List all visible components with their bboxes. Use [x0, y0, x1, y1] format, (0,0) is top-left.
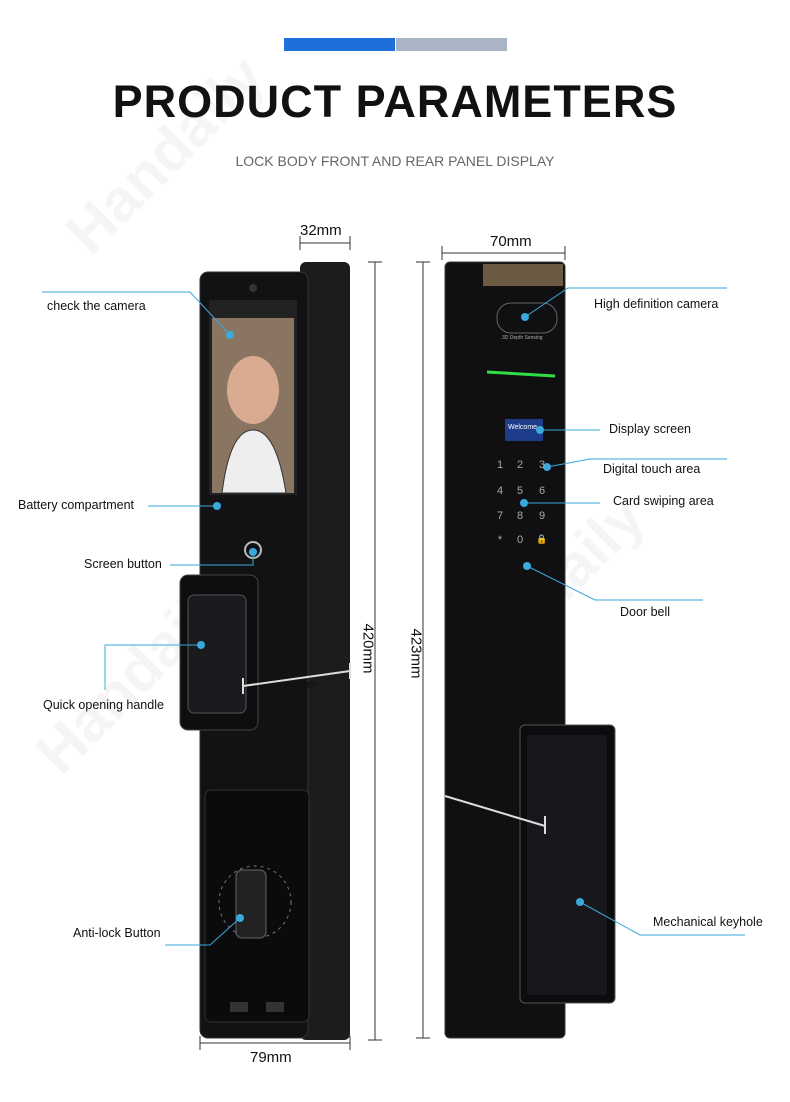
page-title: PRODUCT PARAMETERS	[112, 76, 678, 127]
dim-rear-top: 70mm	[490, 233, 532, 250]
rear-display	[505, 419, 543, 441]
keypad-key: 2	[516, 459, 524, 471]
callout-lines	[42, 287, 745, 946]
label-card: Card swiping area	[613, 494, 714, 508]
keypad-key: 6	[538, 485, 546, 497]
label-check-camera: check the camera	[47, 299, 146, 313]
keypad-key: 7	[496, 510, 504, 522]
label-anti-lock: Anti-lock Button	[73, 926, 161, 940]
accent-bar-blue	[284, 38, 395, 51]
keypad-key: 5	[516, 485, 524, 497]
keypad-key: 9	[538, 510, 546, 522]
dim-front-height: 420mm	[359, 623, 377, 674]
label-touch: Digital touch area	[603, 462, 701, 476]
label-battery: Battery compartment	[18, 498, 135, 512]
keypad-key: 8	[516, 510, 524, 522]
keypad-key: *	[497, 534, 503, 546]
keypad-key: 3	[538, 459, 546, 471]
label-quick-handle: Quick opening handle	[43, 698, 164, 712]
label-hd-camera: High definition camera	[594, 297, 719, 311]
face	[227, 356, 279, 424]
dim-rear-height: 423mm	[407, 628, 425, 679]
label-screen-button: Screen button	[84, 557, 162, 571]
jacket	[221, 429, 287, 494]
dim-front-top: 32mm	[300, 222, 342, 239]
dim-front-bottom: 79mm	[250, 1049, 292, 1066]
keypad-key: 4	[496, 485, 504, 497]
label-door-bell: Door bell	[620, 605, 671, 619]
anti-lock-knob	[235, 869, 267, 939]
accent-bar-grey	[396, 38, 507, 51]
callout-dots	[197, 313, 584, 922]
label-keyhole: Mechanical keyhole	[653, 915, 763, 929]
page-subtitle: LOCK BODY FRONT AND REAR PANEL DISPLAY	[235, 153, 555, 169]
rear-display-text: Welcome	[508, 424, 538, 431]
front-side-strip	[300, 262, 350, 1040]
keypad-lock-icon: 🔒	[536, 534, 548, 544]
label-display: Display screen	[609, 422, 691, 436]
camera-sensing-text: 3D Depth Sensing	[502, 335, 543, 341]
rear-camera-module	[496, 302, 558, 334]
front-camera	[249, 284, 257, 292]
keypad-key: 1	[496, 459, 504, 471]
keypad-key: 0	[516, 534, 524, 546]
